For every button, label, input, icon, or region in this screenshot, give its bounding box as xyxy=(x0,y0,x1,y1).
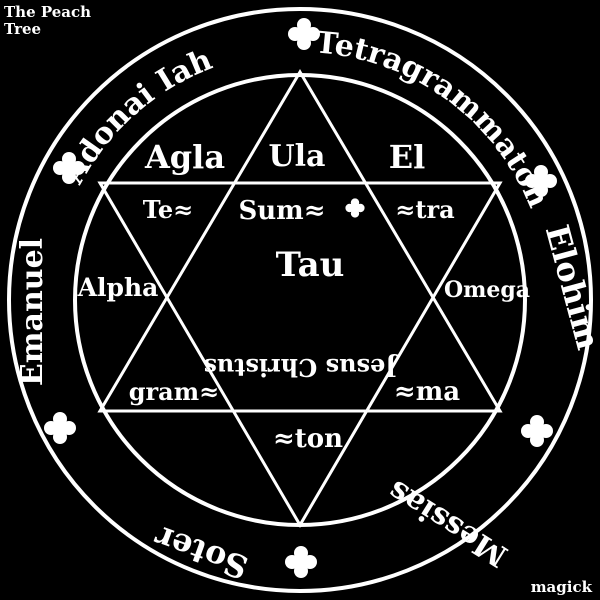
word-te: Te≈ xyxy=(143,195,193,224)
cross-icon xyxy=(288,18,320,50)
word-tau: Tau xyxy=(276,245,345,285)
word-ton: ≈ton xyxy=(273,424,343,454)
word-sum: Sum≈ xyxy=(239,196,326,226)
outer-ring xyxy=(7,7,593,593)
cross-icon xyxy=(285,546,317,578)
word-agla: Agla xyxy=(144,138,225,176)
word-jesus-christus: Jesus Christus xyxy=(203,353,398,382)
corner-caption-line: The Peach xyxy=(4,3,92,21)
word-omega: Omega xyxy=(444,277,530,303)
corner-caption-line: Tree xyxy=(4,20,42,38)
cross-icon xyxy=(521,415,553,447)
word-el: El xyxy=(389,138,426,176)
cross-icon xyxy=(345,198,365,218)
ring-name-elohim: Elohim xyxy=(538,221,600,354)
ring-name-emanuel: Emanuel xyxy=(15,238,50,386)
corner-caption-top-left: The Peach Tree xyxy=(4,4,91,38)
word-alpha: Alpha xyxy=(77,273,159,302)
word-gram: gram≈ xyxy=(129,377,219,406)
hexagram-triangle-down xyxy=(97,181,503,528)
cross-icon xyxy=(44,412,76,444)
corner-caption-bottom-right: magick xyxy=(530,578,592,596)
word-on: Ula xyxy=(269,139,326,174)
hexagram-triangle-up xyxy=(97,69,503,413)
ring-name-messias: Messias xyxy=(382,473,514,574)
word-ma: ≈ma xyxy=(394,377,460,407)
ring-name-soter: Soter xyxy=(148,518,253,587)
word-tra: ≈tra xyxy=(395,195,454,224)
